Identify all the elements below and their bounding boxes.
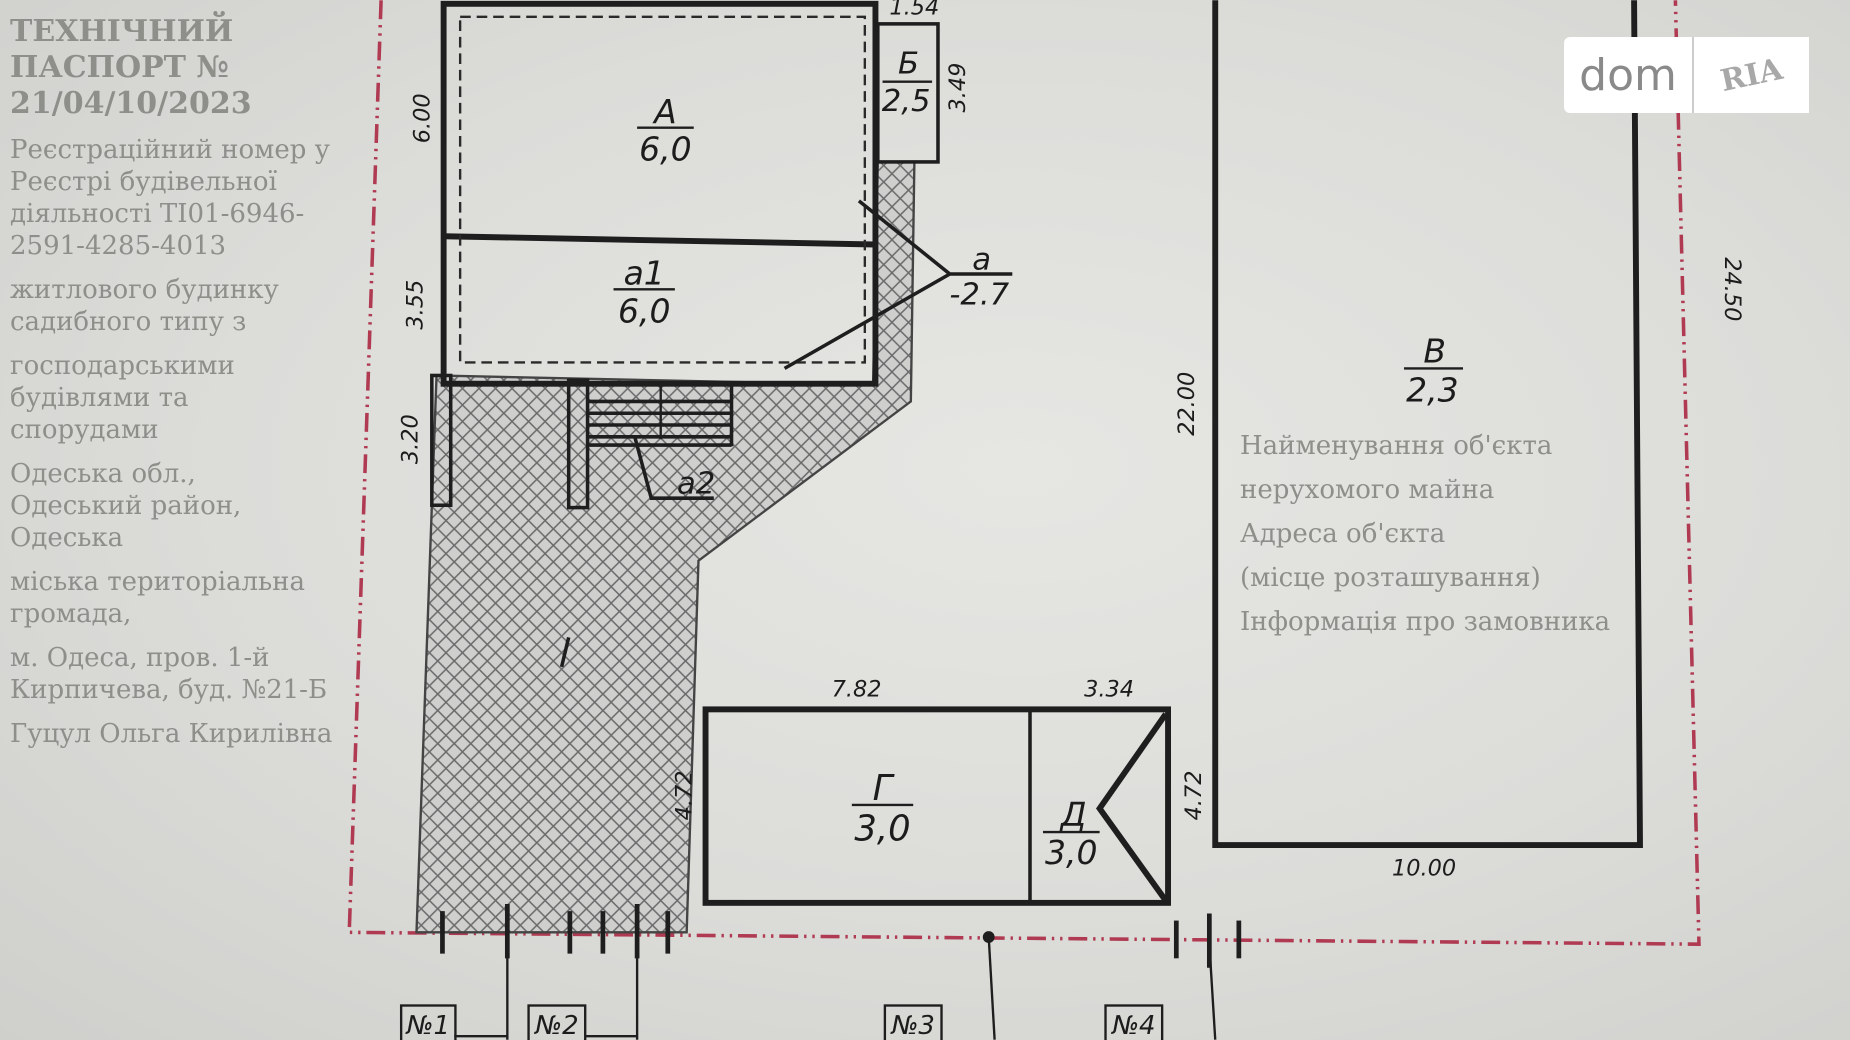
entrance-4: №4 xyxy=(1110,1011,1155,1040)
ghost-desc1: житлового будинку садибного типу з xyxy=(10,275,279,337)
ghost-customer-label: Інформація про замовника xyxy=(1240,607,1611,637)
label-g-letter: Г xyxy=(873,768,896,809)
building-a xyxy=(440,0,879,387)
outline-dashed xyxy=(458,15,867,364)
label-v-letter: В xyxy=(1423,331,1446,370)
ghost-object-name-label2: нерухомого майна xyxy=(1240,475,1495,505)
ghost-reg-number: Реєстраційний номер у Реєстрі будівельно… xyxy=(10,135,330,261)
ghost-desc2: господарськими будівлями та спорудами xyxy=(10,351,235,445)
plot-boundary xyxy=(347,0,1701,946)
dim-a1-height: 3.55 xyxy=(402,280,428,330)
label-v-value: 2,3 xyxy=(1406,370,1459,409)
dim-d-width: 3.34 xyxy=(1084,676,1134,702)
logo-dom: dom xyxy=(1564,37,1694,113)
entrance-3: №3 xyxy=(889,1011,934,1040)
label-annex-a-value: -2.7 xyxy=(949,278,1009,313)
yard-mark xyxy=(559,636,571,668)
dim-g-width: 7.82 xyxy=(832,676,882,702)
dim-d-height: 4.72 xyxy=(1181,771,1207,821)
bleed-through-text-left: ТЕХНІЧНИЙ ПАСПОРТ № 21/04/10/2023 Реєстр… xyxy=(10,14,335,750)
dim-g-height: 4.72 xyxy=(671,771,697,821)
label-d-value: 3,0 xyxy=(1045,833,1098,872)
label-annex-a2: а2 xyxy=(677,466,715,501)
building-d-gate xyxy=(1096,712,1169,903)
leader-a2 xyxy=(633,436,714,500)
label-a-letter: А xyxy=(652,92,677,131)
entrance-1: №1 xyxy=(405,1011,450,1040)
wall-a-a1 xyxy=(443,233,876,248)
ghost-desc3: Одеська обл., Одеський район, Одеська xyxy=(10,459,242,553)
dim-plot-depth: 24.50 xyxy=(1719,257,1745,321)
label-g-value: 3,0 xyxy=(854,808,910,849)
building-v xyxy=(1212,0,1643,848)
porch-wall-left xyxy=(430,373,453,508)
entrance-leaders xyxy=(454,932,1217,1040)
building-b-small xyxy=(876,22,940,164)
dim-a-height: 6.00 xyxy=(409,93,435,143)
leader-a xyxy=(783,199,1013,370)
dim-b-height: 3.49 xyxy=(945,63,971,113)
dim-b-width: 1.54 xyxy=(889,0,939,20)
ghost-customer: Гуцул Ольга Кирилівна xyxy=(10,719,333,749)
logo-ria: RIA xyxy=(1717,51,1786,99)
entrance-labels: №1 №2 №3 №4 xyxy=(399,1004,1164,1040)
building-g xyxy=(702,706,1171,906)
dim-v-width: 10.00 xyxy=(1392,856,1456,882)
ghost-title: ТЕХНІЧНИЙ ПАСПОРТ № 21/04/10/2023 xyxy=(10,14,252,121)
label-b-value: 2,5 xyxy=(882,84,931,119)
ghost-object-name-label: Найменування об'єкта xyxy=(1240,431,1553,461)
ghost-address: м. Одеса, пров. 1-й Кирпичева, буд. №21-… xyxy=(10,643,328,705)
label-d-letter: Д xyxy=(1059,795,1087,834)
ghost-desc4: міська територіальна громада, xyxy=(10,567,306,629)
label-a1-letter: а1 xyxy=(624,254,665,293)
label-b-letter: Б xyxy=(898,46,919,81)
dim-v-height: 22.00 xyxy=(1174,372,1200,436)
paved-area xyxy=(415,160,916,934)
stairs xyxy=(587,383,734,447)
ghost-object-address-label2: (місце розташування) xyxy=(1240,563,1541,593)
entrance-2: №2 xyxy=(533,1011,578,1040)
label-a1-value: 6,0 xyxy=(618,291,671,330)
ghost-object-address-label: Адреса об'єкта xyxy=(1240,519,1446,549)
label-a-value: 6,0 xyxy=(639,130,692,169)
domria-watermark-logo: dom RIA xyxy=(1564,37,1809,113)
bleed-through-text-right: Найменування об'єкта нерухомого майна Ад… xyxy=(1240,430,1615,638)
label-annex-a: а xyxy=(972,242,991,277)
dim-porch-height: 3.20 xyxy=(398,414,424,464)
